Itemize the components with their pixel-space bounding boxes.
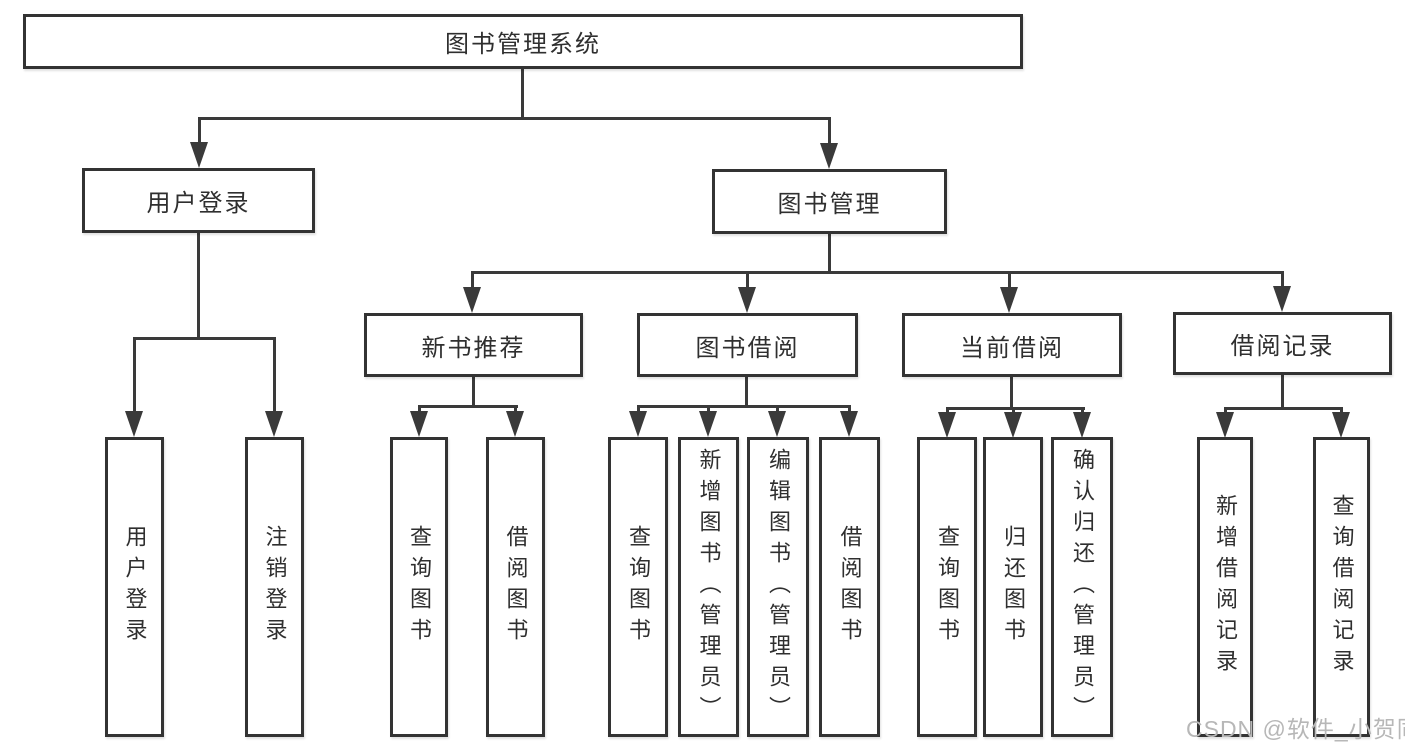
leaf-return-book: 归还图书 [983,437,1043,737]
leaf-edit-book-admin: 编辑图书（管理员） [747,437,809,737]
leaf-add-borrow-record: 新增借阅记录 [1197,437,1253,737]
connector-line [828,117,831,145]
connector-line [1224,407,1343,410]
leaf-borrow-book-2: 借阅图书 [819,437,880,737]
arrow-down-icon [1073,412,1091,438]
node-borrow-records: 借阅记录 [1173,312,1392,375]
connector-line [1224,407,1227,415]
connector-line [1008,271,1011,289]
connector-line [273,337,276,411]
arrow-down-icon [938,412,956,438]
node-current-borrow: 当前借阅 [902,313,1122,377]
csdn-watermark: CSDN @软件_小贺同学 [1186,716,1405,742]
connector-line [1281,375,1284,409]
arrow-down-icon [190,142,208,168]
leaf-user-login: 用户登录 [105,437,164,737]
connector-line [133,337,136,411]
node-new-book-recommend: 新书推荐 [364,313,583,377]
node-user-login: 用户登录 [82,168,315,233]
connector-line [1340,407,1343,415]
connector-line [471,271,474,289]
connector-line [746,271,749,289]
leaf-query-book-1: 查询图书 [390,437,448,737]
connector-line [133,337,276,340]
connector-line [197,233,200,339]
leaf-add-book-admin: 新增图书（管理员） [678,437,739,737]
connector-line [946,407,1085,410]
node-library-system: 图书管理系统 [23,14,1023,69]
arrow-down-icon [506,411,524,437]
node-book-management: 图书管理 [712,169,947,234]
connector-line [745,377,748,407]
connector-line [946,407,949,415]
connector-line [418,405,518,408]
arrow-down-icon [1332,412,1350,438]
connector-line [418,405,421,415]
arrow-down-icon [1004,412,1022,438]
leaf-borrow-book-1: 借阅图书 [486,437,545,737]
connector-line [198,117,831,120]
leaf-query-book-3: 查询图书 [917,437,977,737]
arrow-down-icon [265,411,283,437]
arrow-down-icon [768,411,786,437]
arrow-down-icon [738,287,756,313]
arrow-down-icon [629,411,647,437]
connector-line [637,405,640,415]
connector-line [1081,407,1084,415]
connector-line [848,405,851,415]
connector-line [637,405,850,408]
arrow-down-icon [410,411,428,437]
arrow-down-icon [1273,286,1291,312]
connector-line [828,234,831,273]
connector-line [707,405,710,415]
leaf-query-borrow-record: 查询借阅记录 [1313,437,1370,737]
arrow-down-icon [463,287,481,313]
arrow-down-icon [820,143,838,169]
arrow-down-icon [1000,287,1018,313]
connector-line [198,117,201,145]
connector-line [1010,377,1013,409]
connector-line [776,405,779,415]
connector-line [1012,407,1015,415]
leaf-logout: 注销登录 [245,437,304,737]
arrow-down-icon [840,411,858,437]
leaf-confirm-return-admin: 确认归还（管理员） [1051,437,1113,737]
arrow-down-icon [1216,412,1234,438]
connector-line [514,405,517,415]
node-book-borrow: 图书借阅 [637,313,858,377]
connector-line [472,377,475,407]
arrow-down-icon [125,411,143,437]
connector-line [521,69,524,119]
connector-line [1281,271,1284,289]
leaf-query-book-2: 查询图书 [608,437,668,737]
connector-line [471,271,1284,274]
arrow-down-icon [699,411,717,437]
